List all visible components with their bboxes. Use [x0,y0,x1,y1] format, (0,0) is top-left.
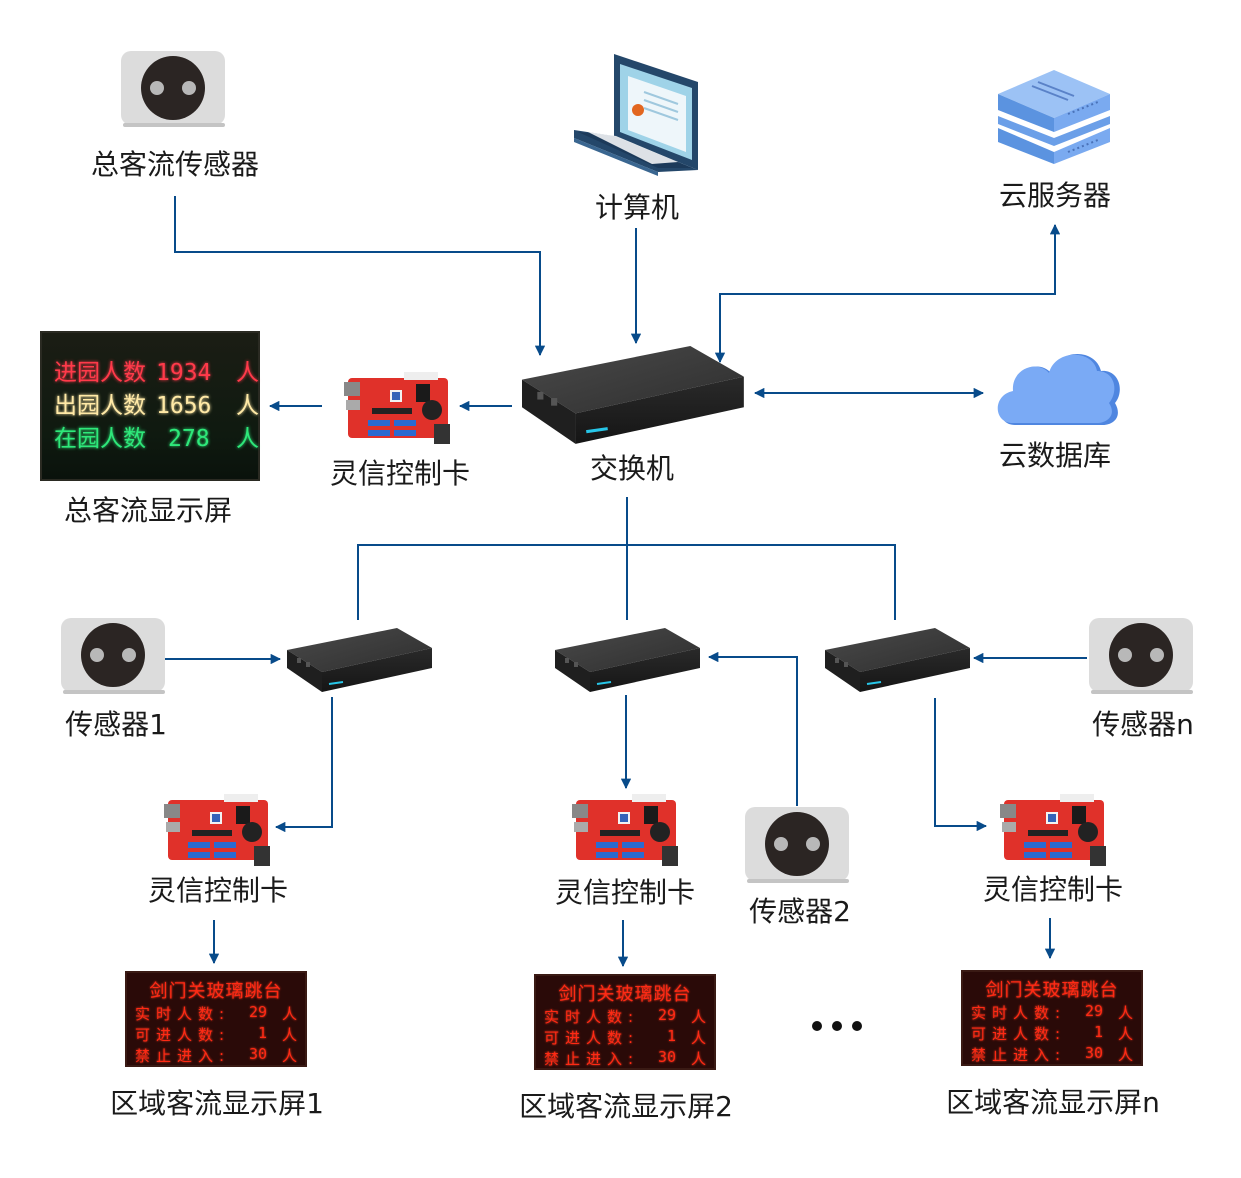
main-control-card-icon [344,372,450,444]
led-row-unit: 人 [236,393,259,419]
more-nodes-ellipsis [812,1021,862,1031]
led-label: 实时人数: [971,1004,1067,1022]
sensor2-label: 传感器2 [749,895,851,928]
led-label: 实时人数: [544,1008,640,1026]
link-switch-cloud-server [714,223,1061,364]
led-unit: 人 [1117,1046,1133,1064]
led-row-value: 278 [168,426,210,452]
link-total-sensor-to-switch [174,196,546,357]
link-switchn-to-cardn [934,698,988,832]
led-unit: 人 [1117,1004,1133,1022]
cloud-icon [997,353,1120,425]
cloud-db-label: 云数据库 [998,439,1112,472]
link-switch1-to-card1 [274,697,333,833]
led-row-label: 出园人数 [54,393,146,419]
cardn-label: 灵信控制卡 [982,873,1124,906]
screen2-label: 区域客流显示屏2 [519,1090,733,1123]
main-card-label: 灵信控制卡 [329,457,471,490]
control-card2-icon [572,794,678,866]
card2-label: 灵信控制卡 [554,876,696,909]
led-unit: 人 [690,1008,706,1026]
screenn-label: 区域客流显示屏n [946,1086,1160,1119]
led-value: 1 [257,1024,267,1042]
led-title: 剑门关玻璃跳台 [558,984,692,1005]
screen1-label: 区域客流显示屏1 [110,1087,324,1120]
sensorn-label: 传感器n [1092,708,1194,741]
led-label: 实时人数: [135,1005,231,1023]
led-unit: 人 [690,1029,706,1047]
led-row-unit: 人 [236,360,259,386]
led-row-unit: 人 [236,426,259,452]
control-card1-icon [164,794,270,866]
led-label: 禁止进入: [135,1047,231,1065]
led-label: 禁止进入: [971,1046,1067,1064]
led-value: 29 [1084,1002,1103,1020]
led-title: 剑门关玻璃跳台 [149,981,283,1002]
led-row-entered: 进园人数 1934 人 [54,353,259,387]
led-row-value: 1934 [156,360,212,386]
sensorn-icon [1089,618,1193,694]
main-switch-icon [520,344,746,446]
led-title: 剑门关玻璃跳台 [985,980,1119,1001]
led-value: 1 [1093,1023,1103,1041]
sensor2-icon [745,807,849,883]
led-label: 可进人数: [544,1029,640,1047]
led-unit: 人 [690,1050,706,1068]
led-value: 29 [248,1003,267,1021]
led-row-label: 在园人数 [54,426,146,452]
total-screen-label: 总客流显示屏 [63,494,233,527]
sensor1-icon [61,618,165,694]
led-value: 30 [1084,1044,1103,1062]
led-unit: 人 [281,1026,297,1044]
led-value: 30 [248,1045,267,1063]
computer-label: 计算机 [594,191,680,224]
link-sensor2-to-switch2 [707,651,798,806]
link-branch-bus [357,544,896,620]
card1-label: 灵信控制卡 [147,874,289,907]
switchn-icon [824,627,971,693]
led-row-value: 1656 [156,393,212,419]
laptop-icon [574,54,698,176]
led-unit: 人 [281,1005,297,1023]
main-switch-label: 交换机 [589,452,675,485]
led-label: 禁止进入: [544,1050,640,1068]
total-flow-led-screen: 进园人数 1934 人 出园人数 1656 人 在园人数 278 人 [40,331,260,481]
control-cardn-icon [1000,794,1106,866]
led-row-label: 进园人数 [54,360,146,386]
total-sensor-label: 总客流传感器 [90,148,260,181]
led-unit: 人 [281,1047,297,1065]
switch1-icon [286,627,433,693]
led-label: 可进人数: [135,1026,231,1044]
sensor1-label: 传感器1 [65,708,167,741]
server-icon [998,70,1110,164]
cloud-server-label: 云服务器 [998,179,1112,212]
led-value: 1 [666,1027,676,1045]
led-row-exited: 出园人数 1656 人 [54,386,259,420]
led-unit: 人 [1117,1025,1133,1043]
led-value: 29 [657,1006,676,1024]
switch2-icon [554,627,701,693]
led-label: 可进人数: [971,1025,1067,1043]
total-sensor-icon [121,51,225,127]
led-value: 30 [657,1048,676,1066]
led-row-in-park: 在园人数 278 人 [54,419,259,453]
